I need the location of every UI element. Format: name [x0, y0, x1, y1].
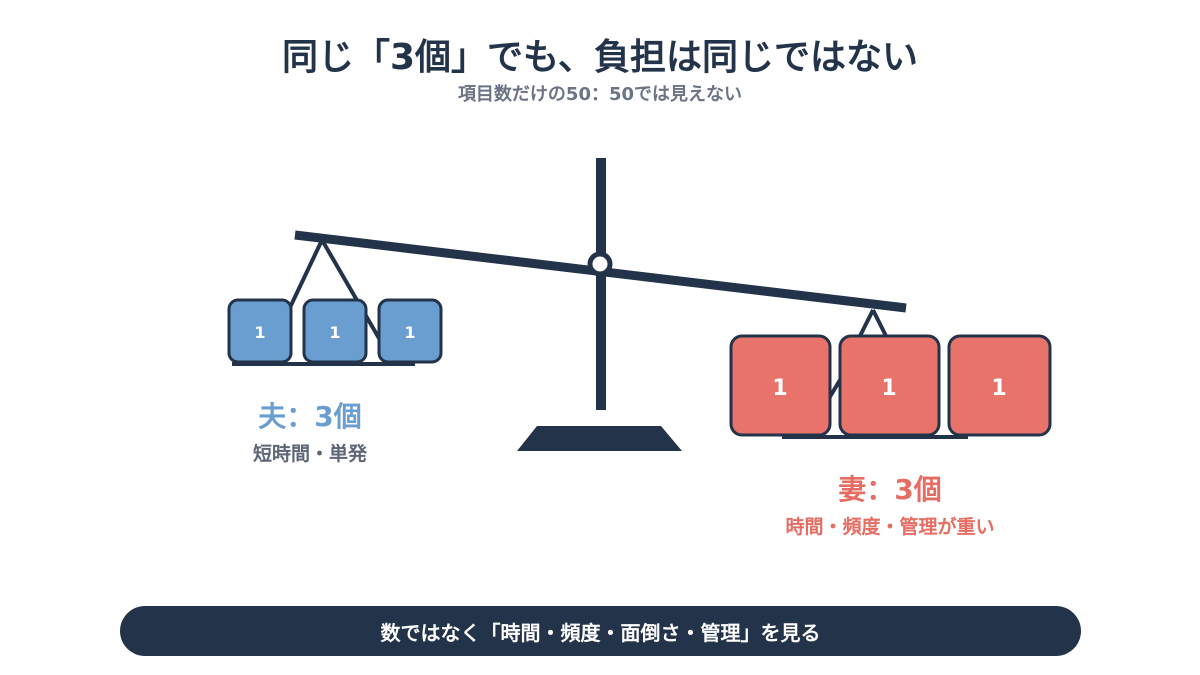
- husband-description: 短時間・単発: [252, 443, 367, 465]
- wife-count-label: 妻：3個: [838, 473, 942, 506]
- page-title: 同じ「3個」でも、負担は同じではない: [282, 37, 918, 78]
- wife-block-1: 1: [729, 334, 832, 437]
- husband-block-3: 1: [377, 298, 443, 364]
- wife-hanger-right: [871, 309, 888, 337]
- page-subtitle: 項目数だけの50：50では見えない: [457, 84, 743, 105]
- wife-description: 時間・頻度・管理が重い: [785, 516, 995, 538]
- scale-base: [517, 426, 682, 451]
- husband-count-label: 夫：3個: [258, 400, 362, 433]
- footer-banner: 数ではなく「時間・頻度・面倒さ・管理」を見る: [120, 606, 1081, 656]
- husband-block-2: 1: [302, 298, 368, 364]
- wife-hanger-left: [858, 309, 875, 337]
- husband-block-3-label: 1: [404, 323, 415, 342]
- scale-pivot: [587, 251, 613, 277]
- husband-block-1-label: 1: [254, 323, 265, 342]
- husband-block-1: 1: [227, 298, 293, 364]
- husband-pan: 1 1 1: [227, 238, 443, 366]
- wife-block-2: 1: [838, 334, 941, 437]
- wife-block-3: 1: [947, 334, 1052, 437]
- wife-pan: 1 1 1: [729, 309, 1052, 439]
- wife-block-1-label: 1: [772, 376, 787, 401]
- footer-banner-text: 数ではなく「時間・頻度・面倒さ・管理」を見る: [380, 620, 821, 645]
- husband-block-2-label: 1: [329, 323, 340, 342]
- wife-block-2-label: 1: [881, 376, 896, 401]
- scale-pillar: [596, 158, 606, 410]
- husband-hanger-right: [320, 238, 382, 342]
- wife-block-3-label: 1: [991, 376, 1006, 401]
